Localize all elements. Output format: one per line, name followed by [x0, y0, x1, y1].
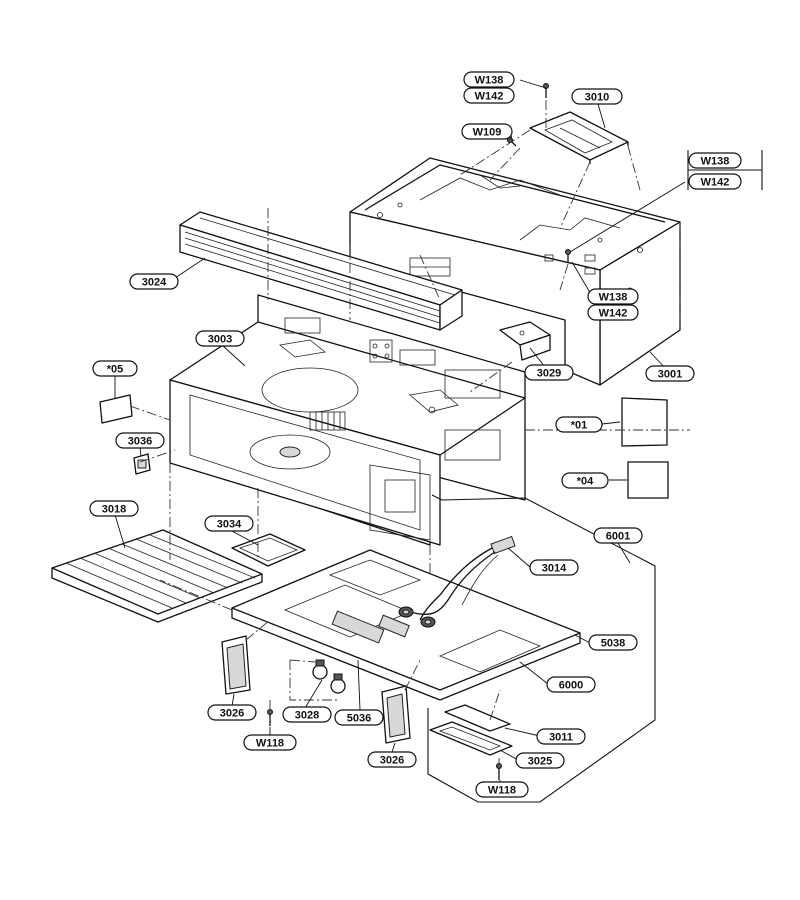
label-star01: *01: [571, 420, 588, 432]
label-5036: 5036: [347, 713, 371, 725]
label-w118-left: W118: [256, 738, 284, 750]
part-star04-sheet: [627, 461, 669, 499]
label-3010: 3010: [585, 92, 609, 104]
callout-w118-right: W118: [475, 781, 529, 798]
label-5038: 5038: [601, 638, 625, 650]
label-3036: 3036: [128, 436, 152, 448]
part-6000-base: [231, 549, 581, 701]
callout-w142-right: W142: [688, 173, 742, 190]
assembly-6001-outline: [427, 494, 656, 803]
label-3014: 3014: [542, 563, 567, 575]
label-3001: 3001: [658, 369, 682, 381]
callout-w138-mid: W138: [587, 288, 639, 305]
callout-3003: 3003: [195, 330, 245, 347]
part-3029-bracket: [499, 321, 551, 361]
label-w138-mid: W138: [599, 292, 628, 304]
part-star01-sheet: [621, 397, 668, 447]
label-3018: 3018: [102, 504, 126, 516]
callout-3010: 3010: [571, 88, 623, 105]
callout-3001: 3001: [645, 365, 695, 382]
label-w138-right: W138: [701, 156, 730, 168]
callout-3029: 3029: [524, 364, 574, 381]
label-6000: 6000: [559, 680, 583, 692]
label-w118-right: W118: [488, 785, 516, 797]
part-3025-frame: [429, 721, 513, 756]
label-3011: 3011: [549, 732, 573, 744]
screw-w118-left: [267, 709, 273, 726]
callout-w142-mid: W142: [587, 304, 639, 321]
label-3026-left: 3026: [220, 708, 244, 720]
part-3003-cavity: [169, 294, 526, 546]
label-3034: 3034: [217, 519, 242, 531]
part-5038-sockets: [398, 606, 436, 628]
screw-w138-top: [543, 83, 549, 98]
label-w142-mid: W142: [599, 308, 628, 320]
label-star04: *04: [577, 476, 594, 488]
callout-3024: 3024: [129, 273, 179, 290]
callout-3018: 3018: [89, 500, 139, 517]
callout-w138-right: W138: [688, 152, 742, 169]
part-3024-grille: [179, 211, 463, 331]
label-3003: 3003: [208, 334, 232, 346]
callout-6001: 6001: [593, 527, 643, 544]
callout-3014: 3014: [529, 559, 579, 576]
label-3029: 3029: [537, 368, 561, 380]
callout-3036: 3036: [115, 432, 165, 449]
part-3034-cover: [231, 533, 306, 567]
label-w142-right: W142: [701, 177, 730, 189]
callout-3034: 3034: [204, 515, 254, 532]
label-3026-right: 3026: [380, 755, 404, 767]
part-3026-filter-left: [221, 635, 251, 695]
callout-w138-top: W138: [463, 71, 515, 88]
callout-3028: 3028: [282, 706, 332, 723]
callout-3025: 3025: [515, 752, 565, 769]
callout-w142-top: W142: [463, 87, 515, 104]
part-3011-lens: [444, 704, 511, 732]
part-star05-sheet: [99, 394, 133, 424]
leader-lines: [114, 79, 686, 782]
callout-3011: 3011: [536, 728, 586, 745]
w138-w142-callout-box: [687, 150, 763, 190]
callout-star05: *05: [92, 360, 138, 377]
assembly-lines: [129, 100, 690, 764]
label-w138-top: W138: [475, 75, 504, 87]
callout-3026-left: 3026: [207, 704, 257, 721]
callout-5036: 5036: [334, 709, 384, 726]
part-3018-rack: [51, 529, 263, 623]
part-3014-harness: [409, 535, 516, 621]
callout-w118-left: W118: [243, 734, 297, 751]
part-3010-bracket: [529, 111, 629, 164]
part-3028-bulbs: [312, 659, 346, 694]
part-3026-filter-right: [381, 685, 411, 744]
callout-star01: *01: [555, 416, 603, 433]
label-3028: 3028: [295, 710, 319, 722]
screw-w118-right: [496, 763, 502, 780]
label-6001: 6001: [606, 531, 630, 543]
callout-3026-right: 3026: [367, 751, 417, 768]
callout-star04: *04: [561, 472, 609, 489]
label-star05: *05: [107, 364, 124, 376]
callout-6000: 6000: [546, 676, 596, 693]
label-3024: 3024: [142, 277, 167, 289]
callout-5038: 5038: [588, 634, 638, 651]
label-w142-top: W142: [475, 91, 504, 103]
callout-w109: W109: [461, 123, 513, 140]
part-3036-latch: [133, 453, 151, 475]
label-w109: W109: [473, 127, 502, 139]
label-3025: 3025: [528, 756, 552, 768]
